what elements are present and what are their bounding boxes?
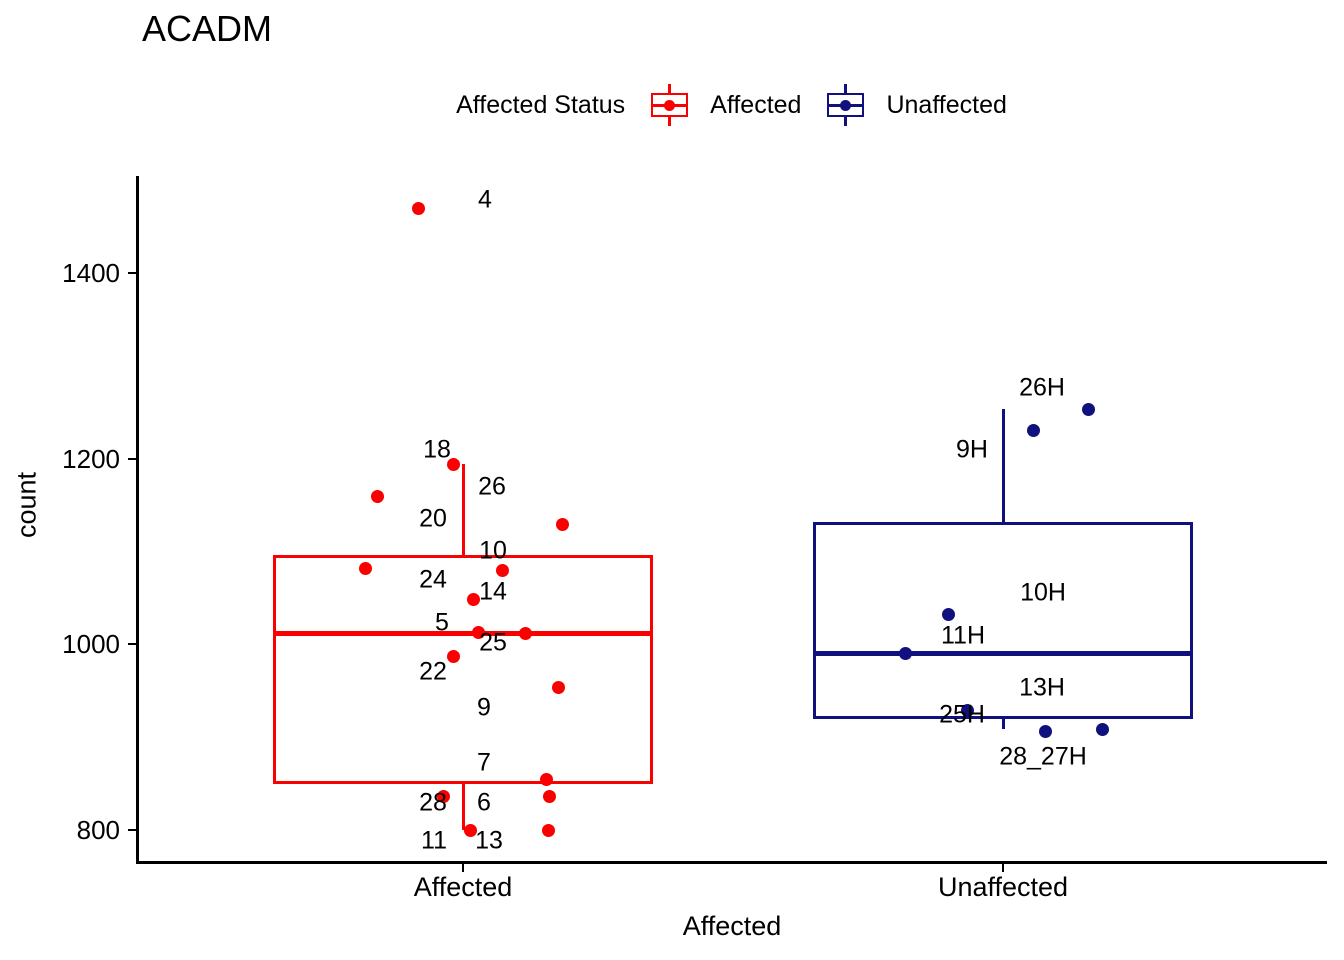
x-axis-title: Affected [682,911,782,941]
point-label: 22 [419,657,447,686]
point-label: 13H [1019,673,1065,702]
box [273,555,653,784]
point-label: 24 [419,565,447,594]
data-point [463,824,477,838]
whisker-high [1001,408,1005,522]
y-tick-mark [128,272,136,274]
point-label: 28_27H [999,742,1087,771]
data-point [471,625,485,639]
point-label: 25 [479,628,507,657]
x-tick-mark [462,864,464,872]
point-label: 18 [423,435,451,464]
whisker-high [461,464,465,556]
point-label: 25H [939,700,985,729]
data-point [898,647,912,661]
point-label: 9H [956,435,988,464]
whisker-low [461,783,465,830]
y-tick-mark [128,457,136,460]
y-tick-label: 1200 [62,443,120,474]
median-line [273,630,653,636]
data-point [960,703,974,717]
data-point [370,490,384,504]
point-label: 9 [477,693,491,722]
y-tick-label: 1400 [62,258,120,288]
point-label: 10H [1020,578,1066,607]
legend-key-boxplot-icon [651,84,689,126]
data-point [1081,402,1095,416]
point-label: 4 [478,185,492,214]
y-axis-line [136,176,139,864]
y-tick-label: 800 [76,815,120,845]
point-label: 26H [1019,373,1065,402]
point-label: 13 [475,826,503,855]
legend-key-part [664,99,676,111]
legend-item-label: Affected [710,90,802,119]
point-label: 20 [419,504,447,533]
point-label: 28 [419,788,447,817]
data-point [1026,424,1040,438]
y-tick-mark [128,643,136,646]
point-label: 6 [477,788,491,817]
legend: Affected Status Affected Unaffected [136,82,1327,128]
x-tick-mark [1002,864,1004,872]
legend-item: Unaffected [801,84,1007,126]
point-label: 10 [479,536,507,565]
point-label: 26 [478,472,506,501]
point-label: 5 [435,608,449,637]
legend-item-label: Unaffected [886,90,1007,119]
data-point [466,593,480,607]
data-point [541,823,555,837]
data-point [1038,725,1052,739]
data-point [358,561,372,575]
point-label: 11 [421,826,447,855]
data-point [446,649,460,663]
plot-title: ACADM [142,8,273,49]
legend-key-boxplot-icon [827,84,865,126]
whisker-low [1001,718,1005,729]
data-point [446,457,460,471]
point-label: 11H [940,621,986,650]
median-line [813,651,1193,657]
point-label: 7 [477,748,491,777]
y-tick-label: 1000 [62,629,120,660]
x-tick-label: Unaffected [937,872,1069,902]
data-point [941,608,955,622]
legend-item: Affected [625,84,801,126]
data-point [551,680,565,694]
box [813,521,1193,719]
legend-key-part [840,99,852,111]
data-point [1095,723,1109,737]
data-point [495,563,509,577]
data-point [555,518,569,532]
y-axis-title: count [11,471,42,539]
data-point [436,790,450,804]
legend-items: Affected Unaffected [625,84,1007,126]
x-axis-line [136,861,1327,864]
data-point [542,790,556,804]
data-point [411,201,425,215]
legend-title: Affected Status [456,90,626,119]
y-tick-mark [128,829,136,831]
x-tick-label: Affected [413,872,513,902]
data-point [518,626,532,640]
data-point [539,773,553,787]
point-label: 14 [479,577,507,606]
